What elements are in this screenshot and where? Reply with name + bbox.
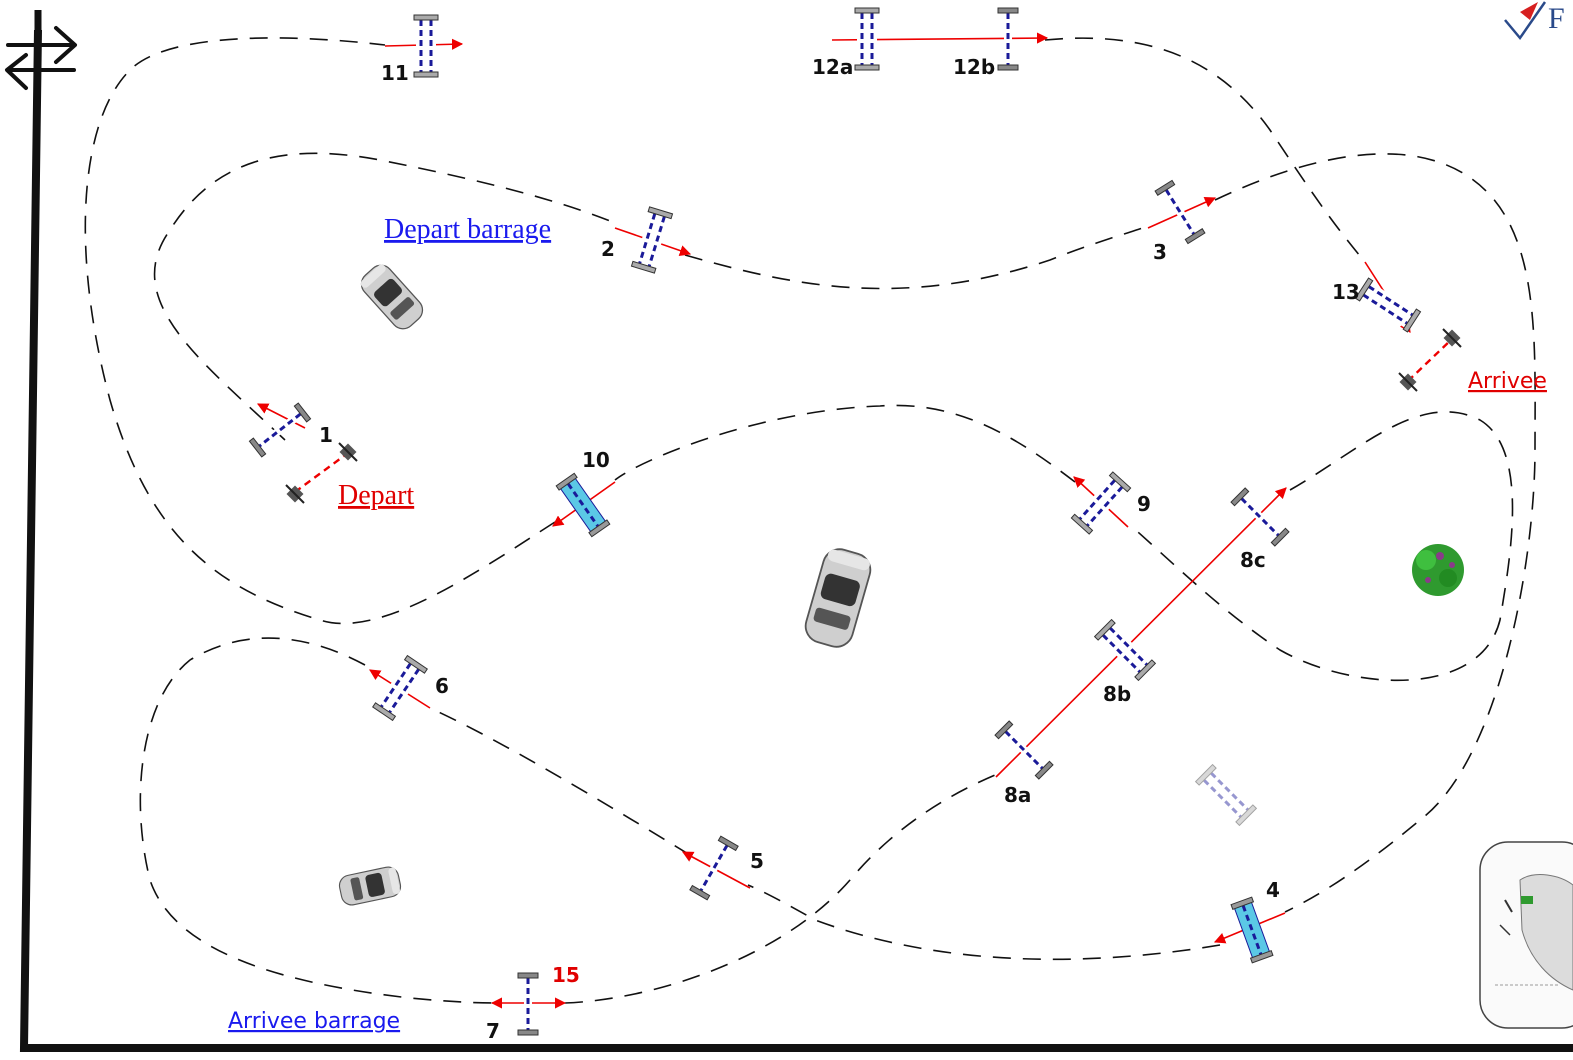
obstacle-number-5: 5 (750, 849, 764, 873)
obstacle-12a (853, 6, 881, 72)
obstacle-9 (1069, 470, 1133, 536)
car-icon (336, 864, 404, 908)
obstacle-number-4: 4 (1266, 878, 1280, 902)
finish-flag-icon (1398, 372, 1418, 392)
tree-icon (1412, 544, 1464, 596)
course-map-thumbnail-icon (1479, 841, 1573, 1029)
obstacle-3 (1153, 178, 1207, 246)
obstacle-2 (629, 205, 675, 275)
obstacle-number-15: 15 (552, 963, 580, 987)
obstacle-11 (412, 13, 440, 79)
obstacle-number-8c: 8c (1240, 548, 1266, 572)
obstacle-6 (371, 654, 429, 722)
course-path (84, 37, 1536, 1004)
entry-exit-arrows-icon (5, 26, 77, 90)
start-line (285, 442, 358, 504)
obstacle-8c (1229, 486, 1291, 548)
obstacle-number-10: 10 (582, 448, 610, 472)
obstacle-number-12a: 12a (812, 55, 853, 79)
obstacle-5 (688, 834, 740, 902)
arrivee-label: Arrivee (1468, 369, 1547, 394)
depart-barrage-label: Depart barrage (384, 214, 551, 245)
obstacle-number-3: 3 (1153, 240, 1167, 264)
finish-line (1398, 328, 1462, 392)
obstacle-8b (1093, 618, 1157, 682)
obstacle-number-9: 9 (1137, 492, 1151, 516)
car-icon (800, 544, 876, 652)
obstacle-4 (1229, 895, 1275, 965)
jump-direction-lines (257, 32, 1411, 1009)
obstacle-number-8b: 8b (1103, 682, 1131, 706)
obstacle-number-8a: 8a (1004, 783, 1031, 807)
obstacle-number-7: 7 (486, 1019, 500, 1043)
obstacle-13 (1353, 276, 1423, 334)
obstacle-7 (516, 971, 540, 1037)
depart-label: Depart (338, 480, 414, 511)
obstacle-number-2: 2 (601, 237, 615, 261)
arena-border (19, 29, 1573, 1052)
obstacle-number-1: 1 (319, 423, 333, 447)
logo-text: F (1548, 2, 1565, 35)
obstacle-number-11: 11 (381, 61, 409, 85)
start-flag-icon (338, 442, 358, 462)
obstacle-1 (247, 401, 313, 459)
obstacle-number-6: 6 (435, 674, 449, 698)
start-flag-icon (285, 484, 305, 504)
obstacle-10 (554, 471, 612, 539)
car-icon (355, 259, 429, 335)
obstacle-number-12b: 12b (953, 55, 995, 79)
spare-obstacle (1194, 763, 1258, 827)
logo-icon: F (1504, 1, 1565, 41)
arrivee-barrage-label: Arrivee barrage (228, 1009, 400, 1034)
obstacle-number-13: 13 (1332, 280, 1360, 304)
